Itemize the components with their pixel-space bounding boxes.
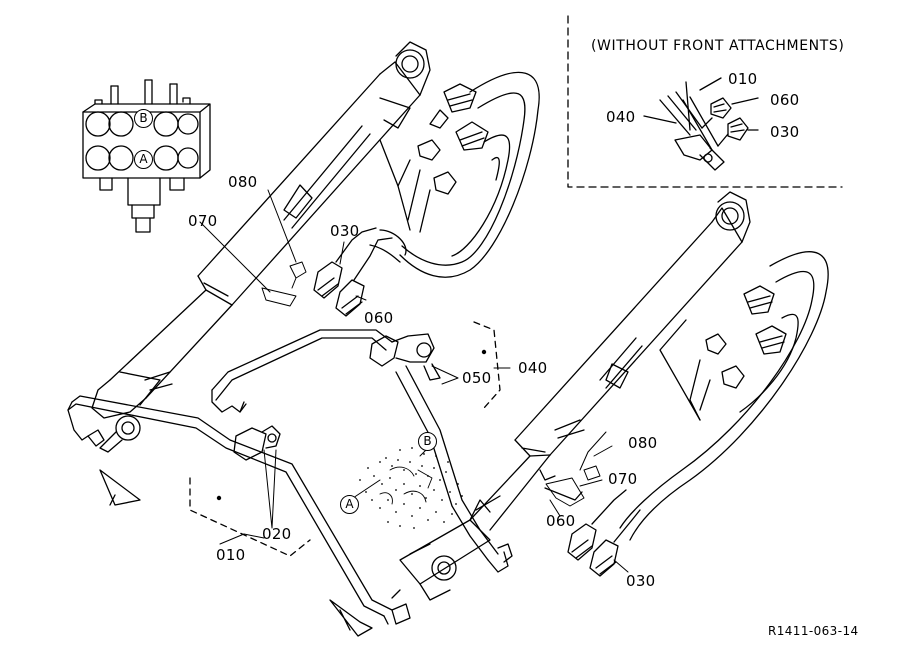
callout-010-main: 010: [216, 546, 246, 564]
callout-040-main: 040: [518, 359, 548, 377]
callout-060-left: 060: [364, 309, 394, 327]
callout-030-right: 030: [626, 572, 656, 590]
valve-port-a: A: [134, 150, 153, 169]
callout-010-inset: 010: [728, 70, 758, 88]
callout-080-right: 080: [628, 434, 658, 452]
inset-frame: [567, 15, 843, 188]
callout-040-inset: 040: [606, 108, 636, 126]
steel-pipes: [67, 329, 513, 625]
left-hoses: [313, 71, 540, 317]
callout-020: 020: [262, 525, 292, 543]
dashed-brackets: [189, 321, 501, 557]
control-valve: [82, 79, 211, 233]
callout-060-right: 060: [546, 512, 576, 530]
inset-title: (WITHOUT FRONT ATTACHMENTS): [591, 38, 845, 54]
callout-060-inset: 060: [770, 91, 800, 109]
inset-fittings: [643, 77, 759, 171]
marker-b: B: [418, 432, 437, 451]
callout-070-left: 070: [188, 212, 218, 230]
bracket-dots: [216, 349, 487, 501]
callout-050: 050: [462, 369, 492, 387]
leader-lines: [199, 189, 629, 573]
callout-080-left: 080: [228, 173, 258, 191]
callout-030-left: 030: [330, 222, 360, 240]
frame-stipple: [359, 447, 463, 529]
frame-stipple-outline: [379, 466, 433, 505]
lower-linkage: [329, 495, 501, 637]
right-hoses: [567, 251, 829, 577]
callout-030-inset: 030: [770, 123, 800, 141]
valve-port-b: B: [134, 109, 153, 128]
drawing-code: R1411-063-14: [768, 624, 859, 638]
left-lift-cylinder: [91, 41, 431, 506]
callout-070-right: 070: [608, 470, 638, 488]
right-lift-cylinder: [469, 191, 751, 531]
marker-a: A: [340, 495, 359, 514]
